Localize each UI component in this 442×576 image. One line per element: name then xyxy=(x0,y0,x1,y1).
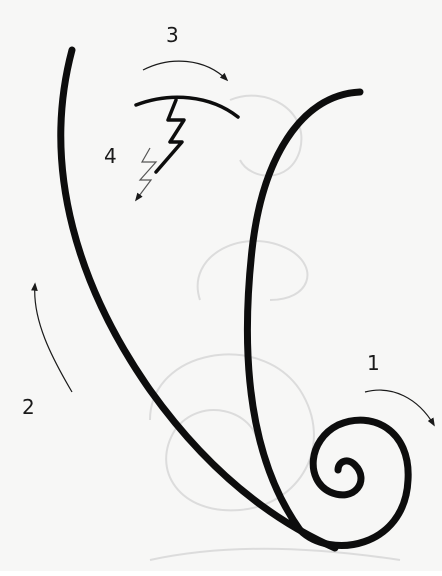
step-label-4: 4 xyxy=(104,144,117,168)
step-label-3: 3 xyxy=(166,23,179,47)
arrow-2 xyxy=(35,284,72,392)
arrow-3 xyxy=(143,61,227,80)
step-label-1: 1 xyxy=(367,351,380,375)
zigzag-stroke xyxy=(156,100,184,172)
ghost-baseline xyxy=(150,549,400,560)
arrow-4-zigzag xyxy=(136,148,156,200)
ghost-spiral xyxy=(150,354,314,510)
spiral-stroke xyxy=(300,420,408,545)
crest-arc xyxy=(136,97,238,117)
step-label-2: 2 xyxy=(22,395,35,419)
main-strokes xyxy=(61,50,408,548)
